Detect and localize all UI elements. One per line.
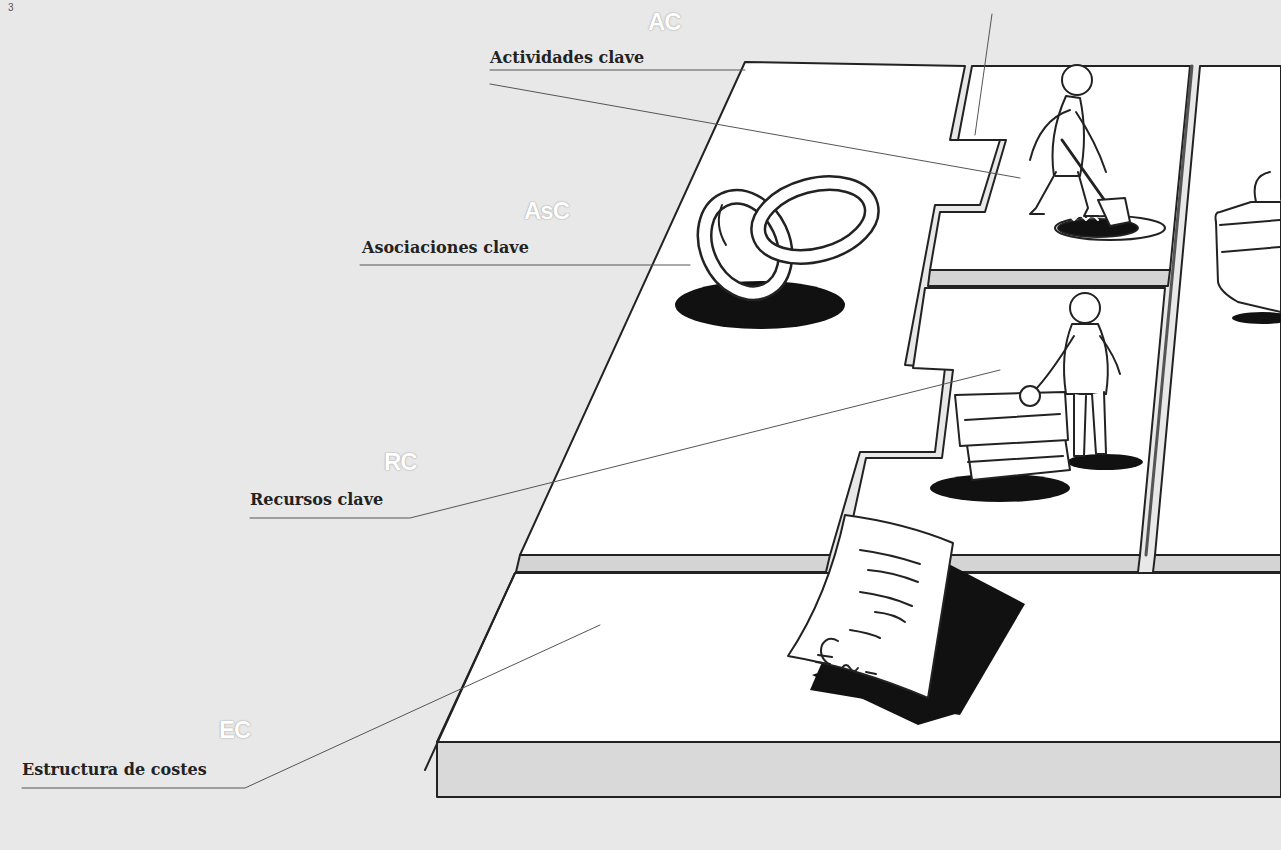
block-name: Estructura de costes	[22, 760, 207, 779]
block-abbreviation: AsC	[524, 197, 569, 226]
tile-side	[516, 555, 830, 572]
cost-paper	[788, 515, 1025, 725]
tile-gap	[1146, 66, 1192, 555]
rings-icon	[689, 171, 880, 306]
block-abbreviation: EC	[219, 716, 250, 745]
slab-edge	[425, 573, 515, 770]
leader-lines	[22, 14, 1020, 788]
resources-tile	[845, 288, 1165, 555]
value-tile	[1155, 66, 1281, 555]
armchair-icon	[1216, 172, 1281, 324]
tile-side	[1153, 555, 1281, 572]
block-name: Actividades clave	[490, 48, 644, 67]
block-abbreviation: AC	[648, 8, 681, 37]
activities-tile	[930, 66, 1190, 270]
digging-person	[1030, 65, 1165, 240]
page-number: 3	[8, 2, 14, 14]
tile-side	[928, 270, 1170, 286]
slab-side	[437, 742, 1281, 797]
block-abbreviation: RC	[384, 448, 417, 477]
block-name: Recursos clave	[250, 490, 383, 509]
person-with-box	[930, 293, 1143, 502]
block-name: Asociaciones clave	[362, 238, 529, 257]
